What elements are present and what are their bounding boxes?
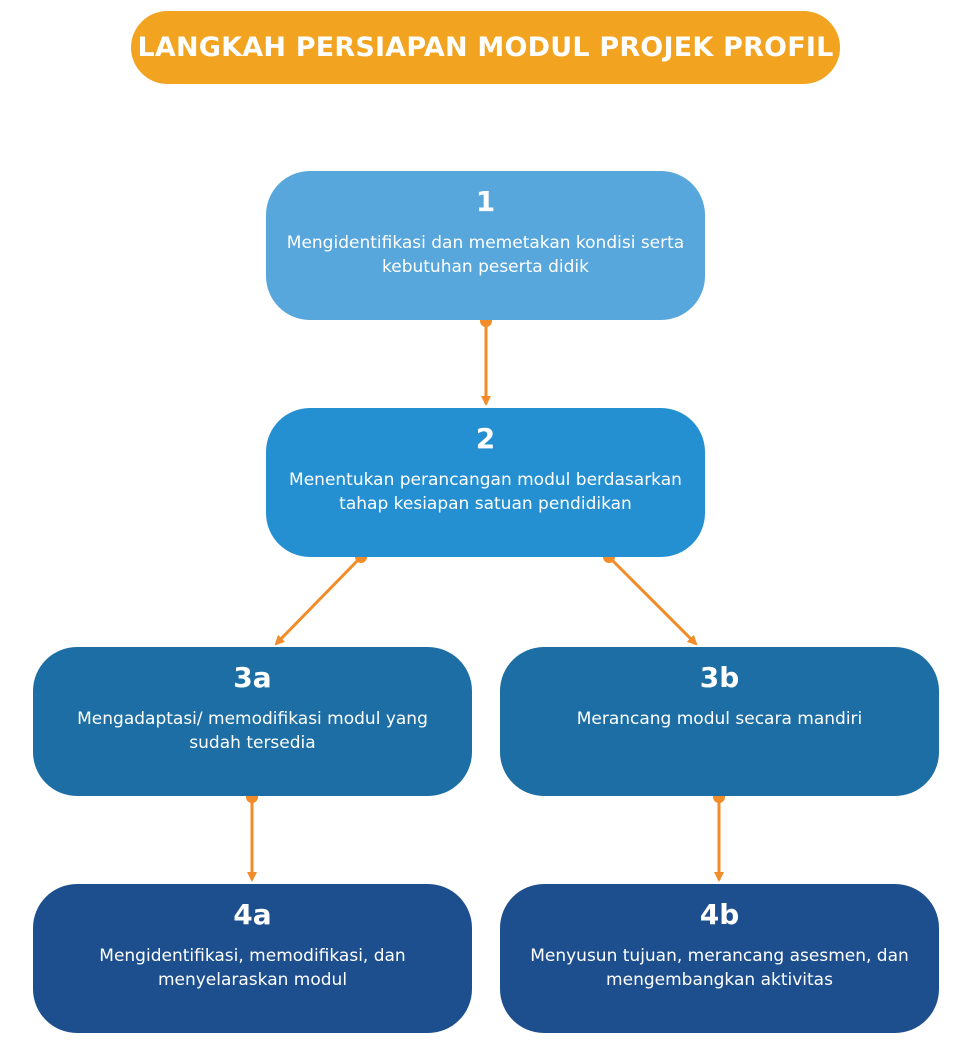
edge-3b-to-4b bbox=[713, 791, 725, 882]
step-3a-box: 3a Mengadaptasi/ memodifikasi modul yang… bbox=[33, 647, 472, 796]
step-number: 3b bbox=[699, 661, 740, 694]
edge-3a-to-4a bbox=[246, 791, 258, 882]
step-number: 2 bbox=[475, 422, 496, 455]
step-description: Menentukan perancangan modul berdasarkan… bbox=[289, 470, 682, 514]
step-1-box: 1 Mengidentifikasi dan memetakan kondisi… bbox=[266, 171, 705, 320]
step-number: 4b bbox=[699, 898, 740, 931]
edge-2-to-3b bbox=[603, 551, 698, 646]
step-description: Menyusun tujuan, merancang asesmen, dan … bbox=[530, 946, 909, 990]
edge-1-to-2 bbox=[480, 315, 492, 406]
step-4a-box: 4a Mengidentifikasi, memodifikasi, dan m… bbox=[33, 884, 472, 1033]
edge-2-to-3a bbox=[274, 551, 367, 646]
step-number: 3a bbox=[233, 661, 272, 694]
step-description: Merancang modul secara mandiri bbox=[576, 709, 863, 729]
step-description: Mengidentifikasi dan memetakan kondisi s… bbox=[286, 233, 685, 277]
step-4b-box: 4b Menyusun tujuan, merancang asesmen, d… bbox=[500, 884, 939, 1033]
step-3b-box: 3b Merancang modul secara mandiri bbox=[500, 647, 939, 796]
step-description: Mengidentifikasi, memodifikasi, dan meny… bbox=[99, 946, 406, 990]
step-number: 4a bbox=[233, 898, 272, 931]
diagram-title: LANGKAH PERSIAPAN MODUL PROJEK PROFIL bbox=[131, 11, 840, 84]
step-number: 1 bbox=[475, 185, 496, 218]
step-2-box: 2 Menentukan perancangan modul berdasark… bbox=[266, 408, 705, 557]
step-description: Mengadaptasi/ memodifikasi modul yang su… bbox=[77, 709, 428, 753]
